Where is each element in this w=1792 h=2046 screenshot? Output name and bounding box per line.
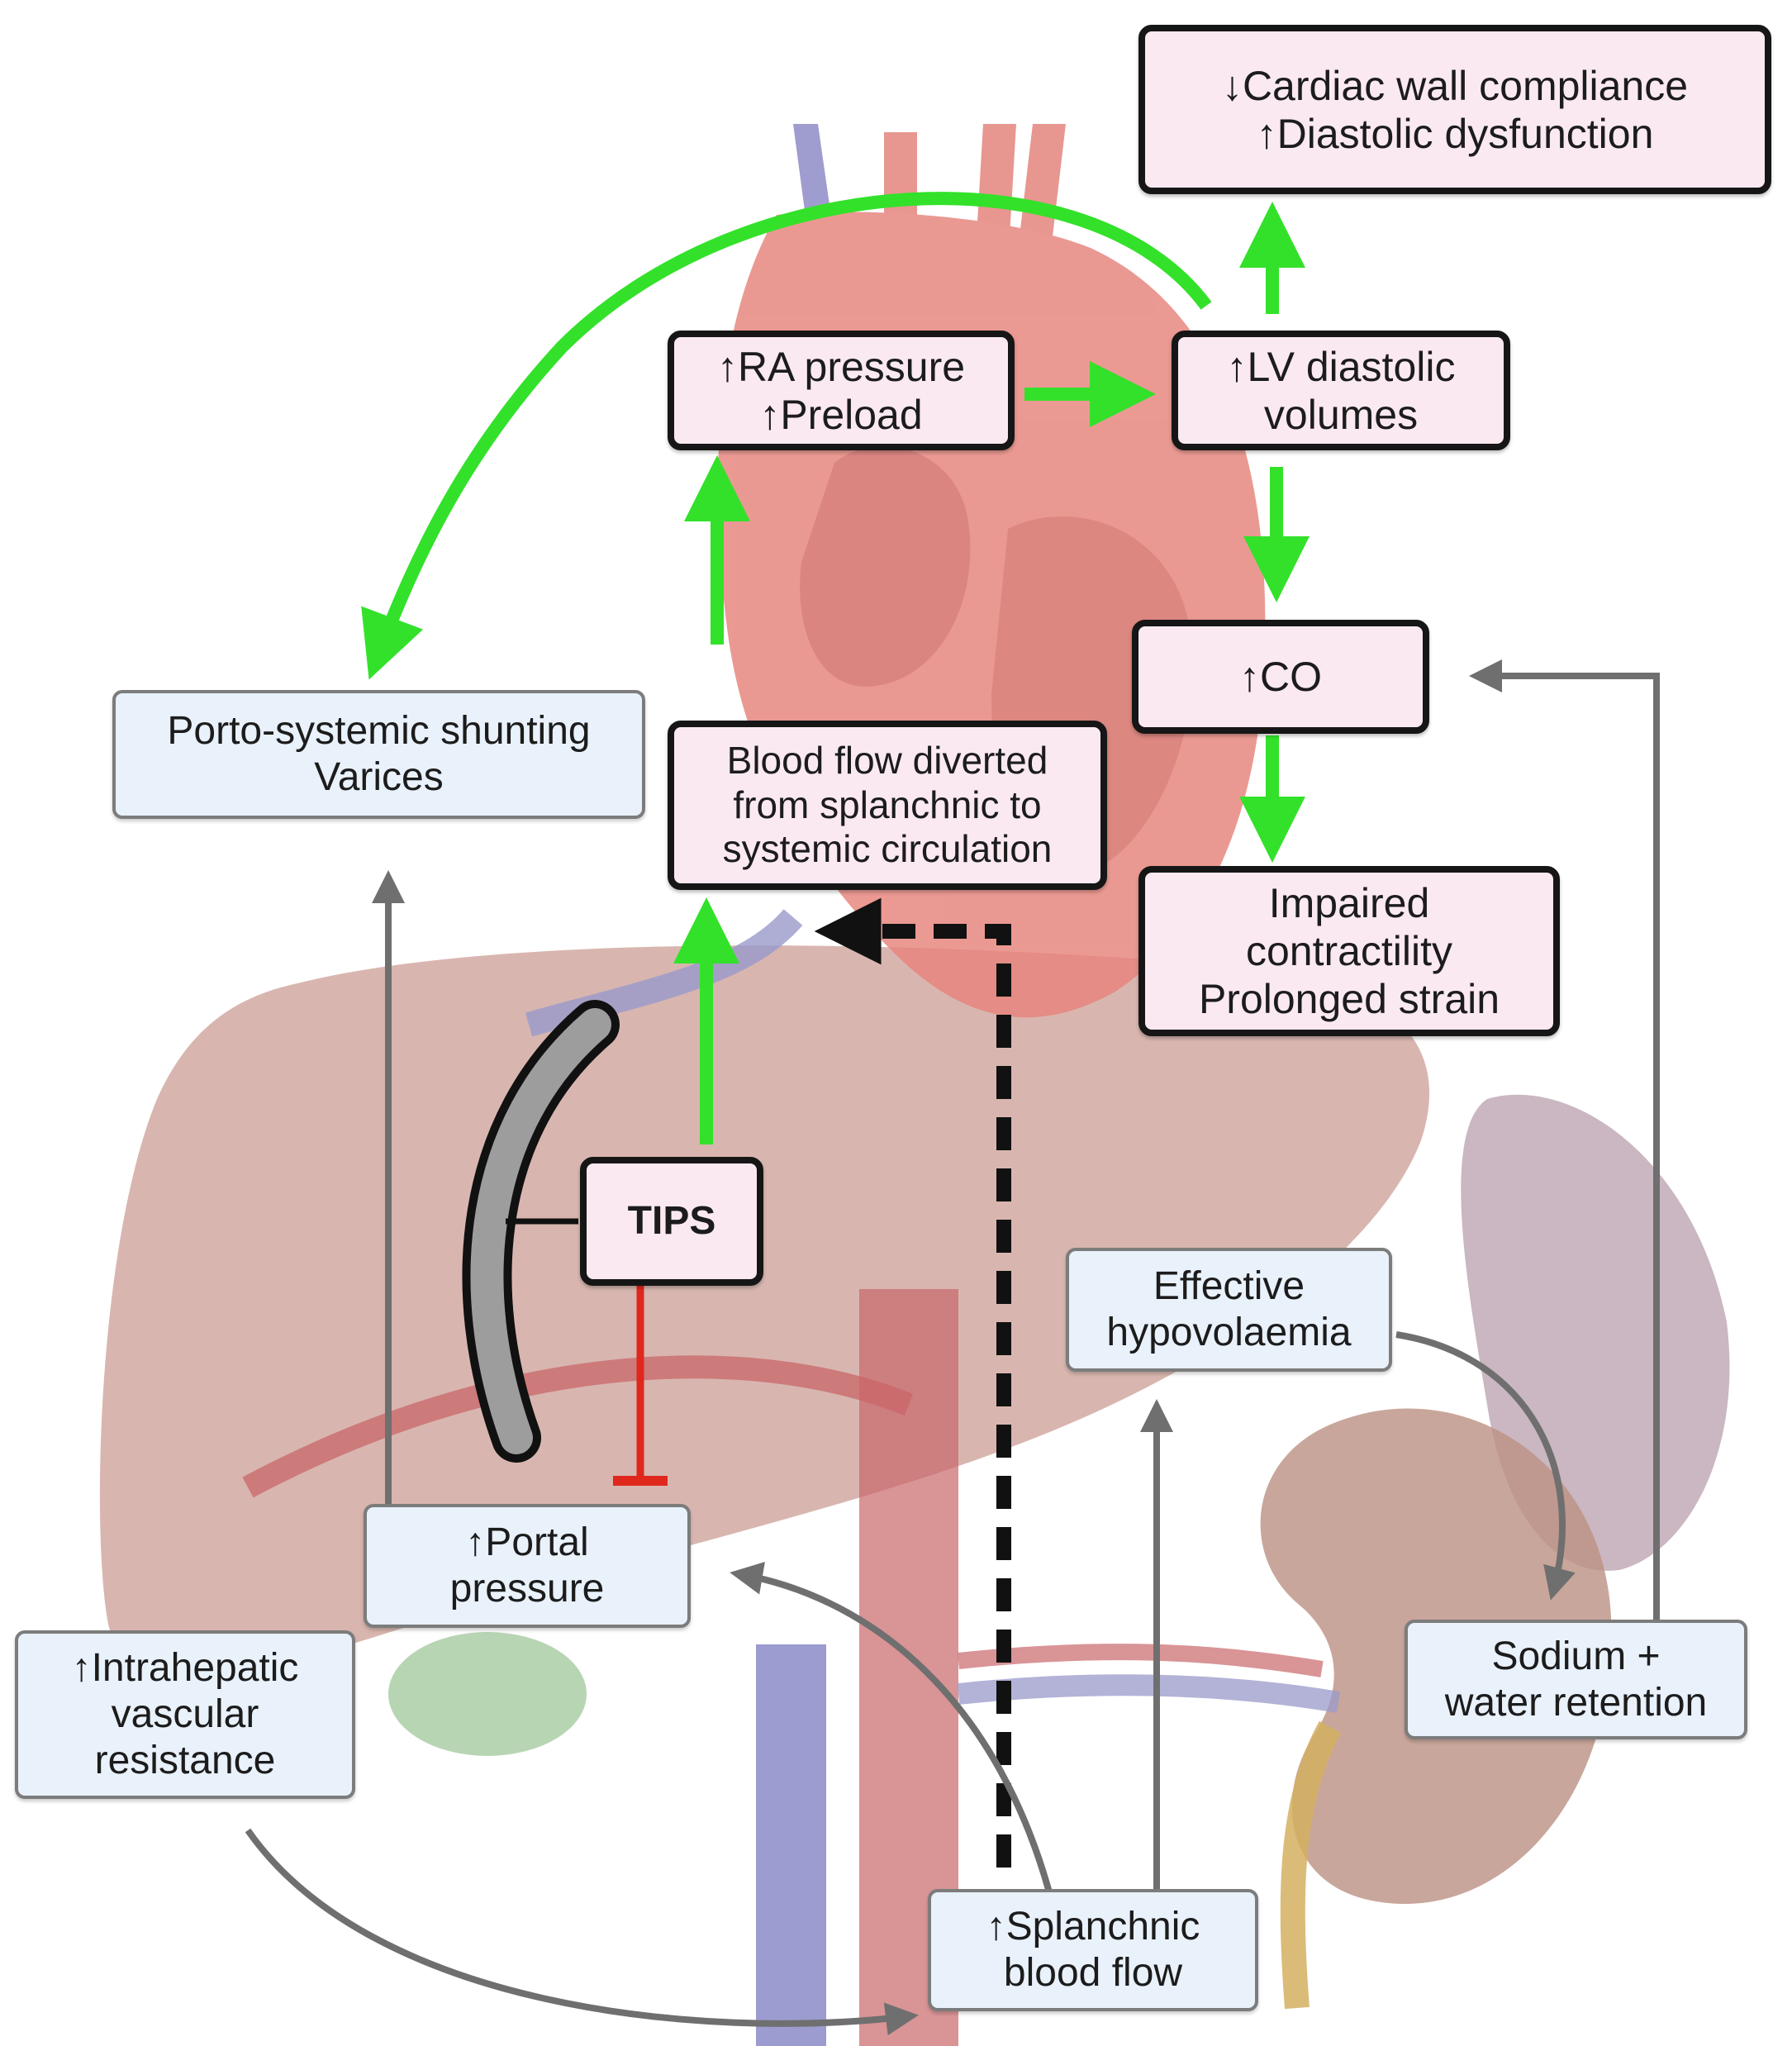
arrow-sodium-to-co [1469,659,1660,1620]
arrow-intrahepatic-to-splanchnic [245,1828,919,2036]
box-effective-hypovolaemia: Effective hypovolaemia [1066,1248,1392,1372]
box-impaired-contractility: Impaired contractility Prolonged strain [1138,866,1560,1036]
liver-illustration [99,945,1430,1677]
renal-vein-illustration [957,1674,1341,1713]
renal-artery-illustration [957,1644,1324,1677]
box-tips: TIPS [580,1157,763,1286]
arrow-lv-to-porto [361,192,1212,680]
arrow-splanchnic-to-portal [730,1562,1053,1894]
box-porto-systemic-shunting: Porto-systemic shunting Varices [112,690,645,819]
dashed-splanchnic-to-diverted [814,897,1011,1868]
box-ra-pressure: ↑RA pressure ↑Preload [668,331,1015,450]
gallbladder-illustration [388,1632,587,1756]
box-lv-diastolic-volumes: ↑LV diastolic volumes [1172,331,1510,450]
hepatic-artery-illustration [242,1355,914,1498]
box-sodium-water-retention: Sodium + water retention [1405,1620,1747,1739]
box-intrahepatic-resistance: ↑Intrahepatic vascular resistance [15,1630,355,1799]
box-blood-flow-diverted: Blood flow diverted from splanchnic to s… [668,721,1107,890]
ureter-illustration [1280,1720,1342,2010]
vena-cava-illustration [756,1644,826,2046]
box-cardiac-output: ↑CO [1132,620,1429,734]
arrow-hypovolaemia-to-sodium [1395,1331,1576,1601]
box-splanchnic-blood-flow: ↑Splanchnic blood flow [928,1889,1258,2011]
box-portal-pressure: ↑Portal pressure [364,1504,691,1628]
box-cardiac-wall-compliance: ↓Cardiac wall compliance ↑Diastolic dysf… [1138,25,1771,194]
